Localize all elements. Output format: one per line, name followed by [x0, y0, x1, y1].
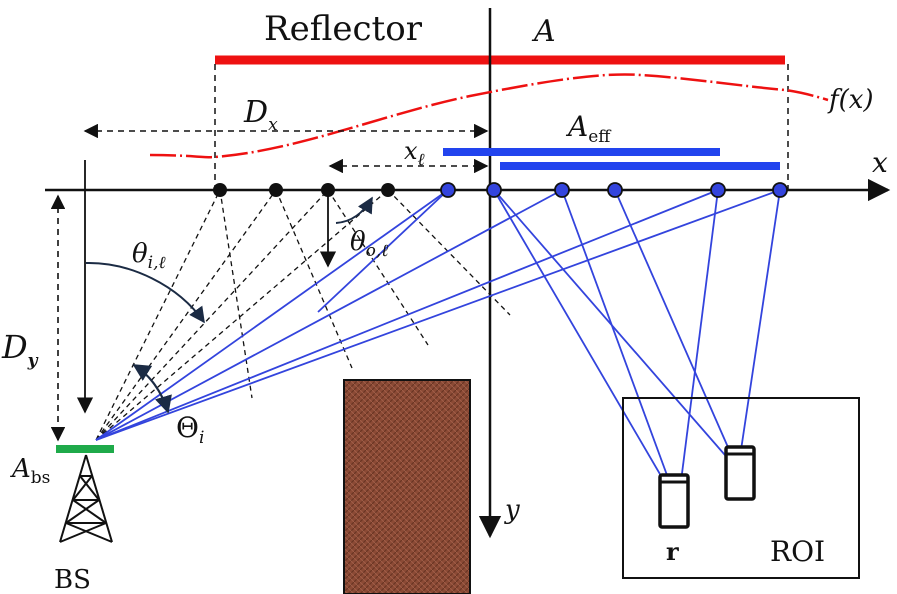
phone-icon-left: [658, 473, 690, 529]
obstacle-building: [343, 379, 471, 594]
big-theta-label: Θi: [176, 411, 204, 448]
theta-i-label: θi,ℓ: [132, 239, 166, 273]
xl-label: xℓ: [404, 137, 425, 170]
big-theta-arc: [132, 364, 172, 414]
x-axis-label: x: [872, 146, 888, 179]
dx-label: Dx: [243, 95, 278, 135]
y-axis-label: y: [504, 495, 520, 525]
bs-tower-icon: [59, 454, 113, 543]
fx-curve: [149, 73, 829, 159]
fx-label: f(x): [827, 85, 874, 115]
a-label: A: [531, 14, 556, 49]
abs-label: Abs: [10, 454, 50, 488]
roi-label: ROI: [770, 535, 825, 568]
bs-label: BS: [54, 565, 91, 594]
r-label: r: [666, 537, 679, 566]
reflector-points-black: [213, 183, 395, 197]
aeff-label: Aeff: [565, 110, 612, 147]
theta-o-arc: [335, 196, 373, 224]
theta-o-label: θo,ℓ: [350, 227, 388, 261]
dy-label: Dy: [1, 328, 39, 371]
reflector-label: Reflector: [264, 9, 423, 49]
phone-icon-right: [724, 445, 756, 501]
roi-box: [622, 397, 860, 579]
theta-i-arc: [85, 261, 205, 324]
reflector-points-blue: [440, 182, 788, 198]
